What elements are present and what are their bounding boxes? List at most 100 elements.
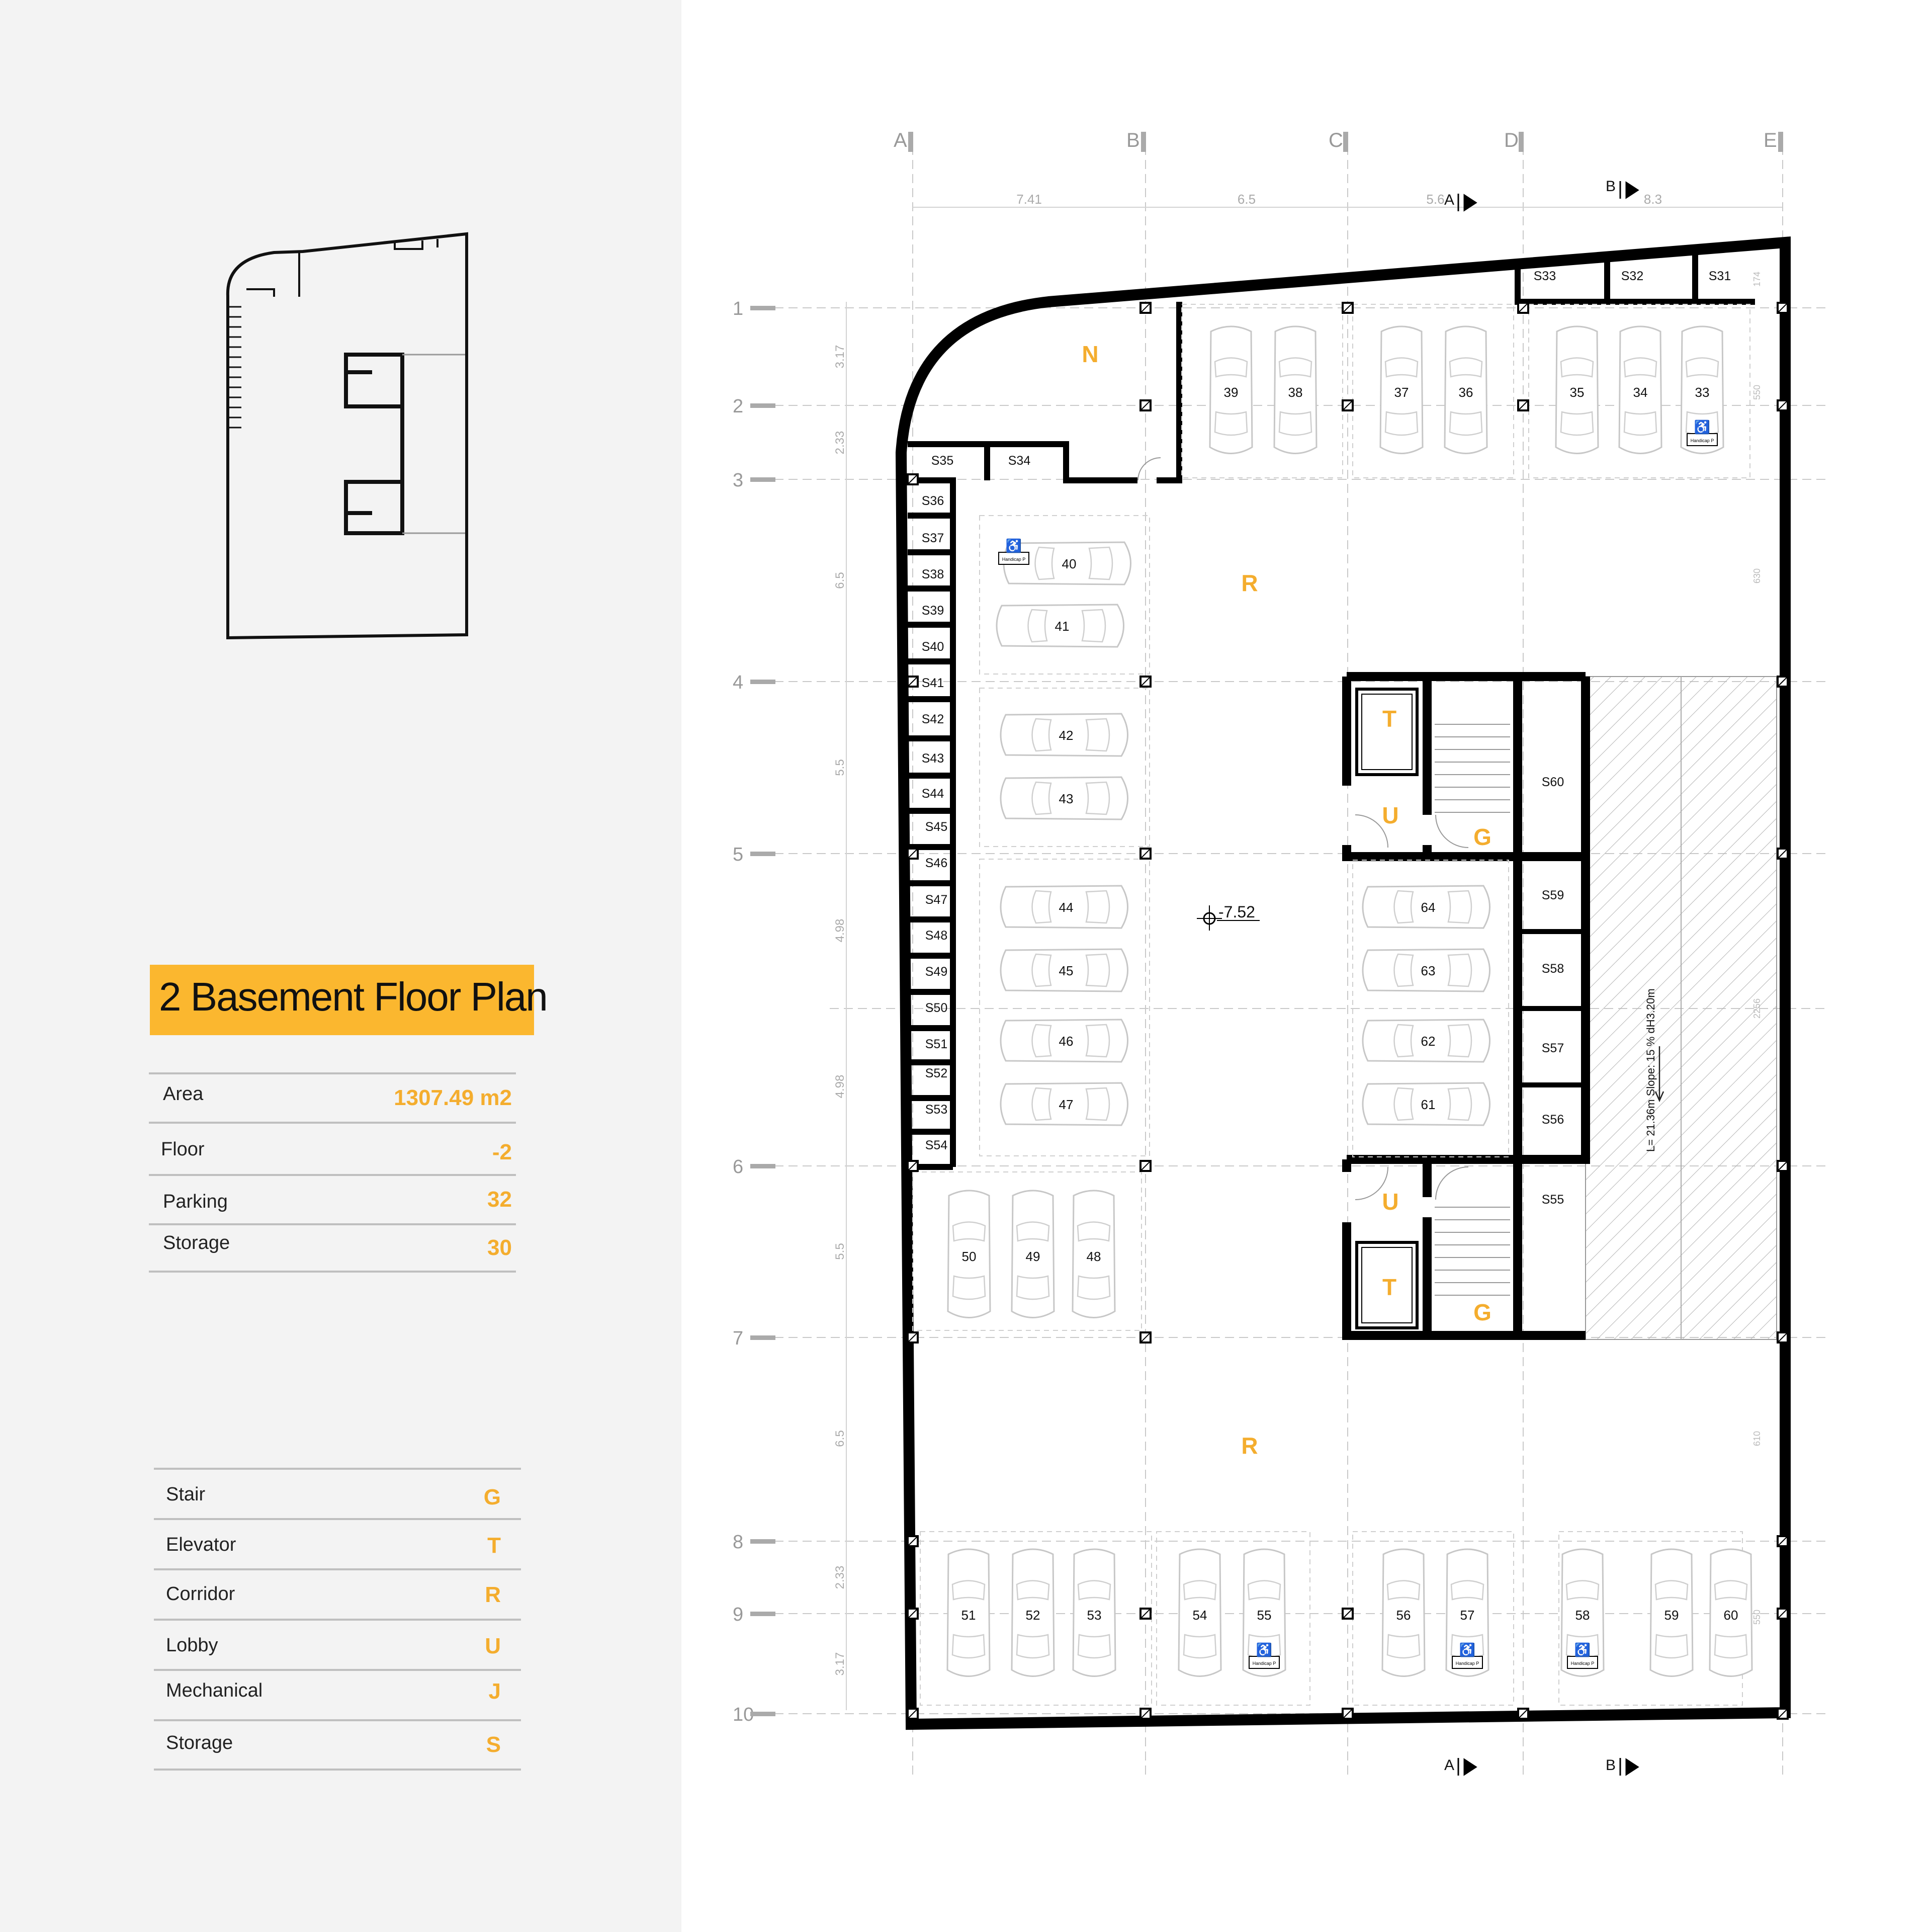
ramp-label: L= 21.36m Slope: 15 % dH3.20m (1644, 988, 1657, 1152)
summary-table: Area 1307.49 m2 Floor -2 Parking 32 Stor… (149, 1072, 516, 1274)
storage-unit-label: S48 (925, 929, 947, 943)
zone-code-label: G (1473, 824, 1491, 850)
structural-column (1777, 676, 1789, 688)
grid-column-label: B (1126, 129, 1140, 151)
structural-column (1517, 302, 1529, 314)
grid-row-label: 8 (733, 1532, 743, 1553)
structural-column (1777, 1608, 1789, 1620)
svg-text:63: 63 (1421, 963, 1436, 978)
parking-spot: 44 (1000, 885, 1128, 929)
svg-text:60: 60 (1724, 1608, 1738, 1623)
structural-column (1139, 1708, 1152, 1720)
parking-spot: 57♿Handicap P (1445, 1548, 1489, 1677)
svg-text:62: 62 (1421, 1034, 1436, 1049)
right-dimension: 174 (1752, 272, 1762, 287)
svg-text:Handicap P: Handicap P (1253, 1661, 1276, 1666)
structural-column (1139, 399, 1152, 411)
storage-unit-label: S41 (922, 676, 944, 690)
left-dimension: 3.17 (833, 1652, 847, 1676)
left-dimension: 2.33 (833, 1566, 847, 1589)
key-plan-outline (226, 232, 468, 640)
parking-spot: 47 (1000, 1082, 1128, 1126)
svg-text:45: 45 (1059, 963, 1074, 978)
top-dimension: 5.6 (1426, 192, 1444, 207)
grid-row-label: 5 (733, 844, 743, 865)
door-swings (1137, 457, 1469, 1200)
storage-unit-label: S59 (1542, 888, 1564, 902)
structural-column (907, 1331, 919, 1343)
storage-unit-label: S47 (925, 893, 947, 907)
parking-spot: 34 (1618, 325, 1662, 454)
parking-spot: 51 (946, 1548, 991, 1677)
grid-row-label: 6 (733, 1156, 743, 1178)
exterior-wall (895, 236, 1791, 1730)
zone-code-label: G (1473, 1299, 1491, 1325)
structural-column (1777, 1160, 1789, 1172)
left-dimension: 4.98 (833, 1075, 847, 1099)
svg-text:51: 51 (961, 1608, 976, 1623)
storage-unit-label: S42 (922, 712, 944, 726)
core-walls (1342, 672, 1590, 1340)
storage-unit-label: S49 (925, 965, 947, 979)
accessible-parking-icon: ♿Handicap P (1567, 1642, 1598, 1669)
accessible-parking-icon: ♿Handicap P (1249, 1642, 1280, 1669)
zone-code-label: U (1382, 802, 1398, 828)
structural-column (1139, 1160, 1152, 1172)
right-dimension: 550 (1752, 385, 1762, 400)
structural-column (1777, 302, 1789, 314)
accessible-parking-icon: ♿Handicap P (998, 538, 1029, 565)
svg-text:33: 33 (1695, 385, 1710, 400)
accessible-parking-icon: ♿ Handicap P (1687, 419, 1718, 446)
grid-row-label: 3 (733, 470, 743, 491)
parking-spot: 33 ♿ Handicap P (1680, 325, 1724, 454)
svg-text:34: 34 (1633, 385, 1648, 400)
svg-text:36: 36 (1459, 385, 1473, 400)
svg-text:♿: ♿ (1694, 419, 1710, 435)
structural-column (1342, 1608, 1354, 1620)
parking-spot: 45 (1000, 948, 1128, 992)
structural-column (1139, 676, 1152, 688)
legend-row-storage: Storage S (166, 1732, 501, 1757)
svg-text:50: 50 (962, 1249, 977, 1264)
svg-text:Handicap P: Handicap P (1691, 438, 1714, 443)
grid-row-label: 9 (733, 1604, 743, 1625)
grid-row-label: 1 (733, 298, 743, 319)
legend-table: Stair G Elevator T Corridor R Lobby U Me… (154, 1468, 521, 1771)
parking-spot: 46 (1000, 1019, 1128, 1063)
storage-unit-label: S53 (925, 1103, 947, 1117)
legend-code-mechanical: J (488, 1679, 501, 1704)
storage-unit-label: S46 (925, 856, 947, 870)
grid-column-label: E (1764, 129, 1777, 151)
ramp-arrow (1654, 1046, 1664, 1103)
storage-unit-label: S33 (1534, 269, 1556, 283)
svg-text:49: 49 (1026, 1249, 1040, 1264)
left-dimension: 5.5 (833, 759, 847, 776)
grid-column-label: A (894, 129, 907, 151)
level-marker: -7.52 (1197, 903, 1260, 931)
legend-row-elevator: Elevator T (166, 1533, 501, 1558)
parking-bays (912, 304, 1750, 1706)
storage-unit-label: S38 (922, 567, 944, 581)
storage-unit-label: S58 (1542, 962, 1564, 976)
structural-column (907, 1160, 919, 1172)
section-mark-b-top: B (1606, 178, 1616, 195)
structural-column (1777, 1708, 1789, 1720)
storage-partitions (1518, 929, 1586, 1087)
structural-column (1777, 848, 1789, 860)
grid-row-label: 4 (733, 672, 743, 693)
structural-column (907, 473, 919, 485)
key-plan-nooks (246, 239, 438, 297)
area-value: 1307.49 m2 (394, 1085, 512, 1110)
legend-code-stair: G (483, 1485, 501, 1509)
svg-text:♿: ♿ (1574, 1642, 1591, 1657)
svg-text:41: 41 (1055, 619, 1070, 634)
storage-unit-label: S52 (925, 1066, 947, 1080)
svg-text:47: 47 (1059, 1097, 1074, 1112)
summary-row-floor: Floor -2 (161, 1139, 512, 1164)
structural-column (1777, 1331, 1789, 1343)
svg-text:♿: ♿ (1006, 538, 1022, 553)
